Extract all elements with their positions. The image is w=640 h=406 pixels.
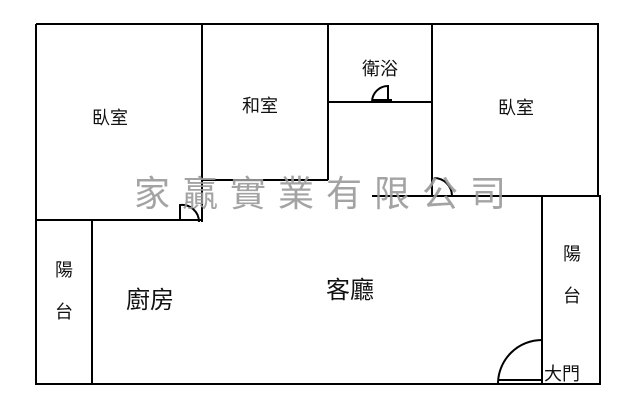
room-label-living-room: 客廳 (326, 276, 374, 304)
door-bedroom-right (433, 177, 453, 197)
room-label-bathroom: 衛浴 (362, 59, 398, 80)
room-label-kitchen: 廚房 (126, 286, 174, 314)
watermark-text: 家贏實業有限公司 (134, 174, 519, 215)
room-label-balcony-right: 陽台 (563, 244, 581, 307)
outer-wall (35, 23, 601, 385)
door-main (497, 339, 543, 385)
room-label-japanese-room: 和室 (242, 96, 278, 117)
door-bedroom-left (179, 203, 201, 223)
label-main-door: 大門 (544, 364, 580, 385)
room-label-balcony-left: 陽台 (55, 260, 73, 323)
room-label-bedroom-left: 臥室 (92, 108, 128, 129)
room-label-bedroom-right: 臥室 (498, 98, 534, 119)
